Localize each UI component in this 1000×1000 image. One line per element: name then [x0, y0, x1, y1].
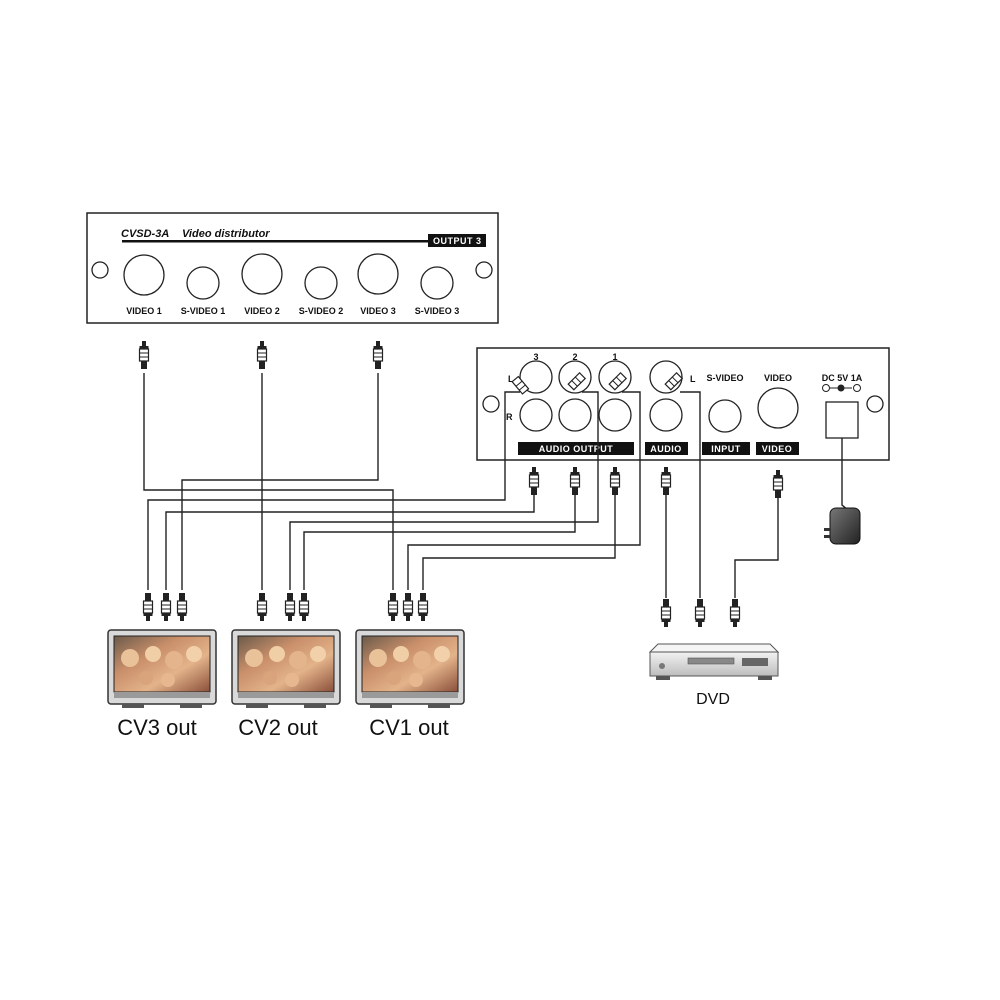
- front-panel-model: CVSD-3A: [121, 228, 169, 240]
- rca-plug-icon: [256, 592, 268, 622]
- power-label: DC 5V 1A: [822, 373, 863, 383]
- video-1-jack-icon: [123, 254, 165, 296]
- svideo-input-label: S-VIDEO: [706, 373, 743, 383]
- rca-plug-icon: [256, 340, 268, 370]
- audio-out-2-right-jack-icon: [558, 398, 592, 432]
- port-label-s-video-3: S-VIDEO 3: [415, 306, 460, 316]
- dvd-player-icon: [648, 643, 780, 680]
- audio-3-left-cable: [147, 391, 520, 590]
- s-video-1-jack-icon: [186, 266, 220, 300]
- left-channel-marker: L: [508, 374, 514, 384]
- rear-panel: 3 2 1 L R L S-VIDEO VIDEO DC 5V 1A AUDIO…: [476, 347, 890, 461]
- rca-plug-icon: [402, 592, 414, 622]
- video-input-jack-icon: [757, 387, 799, 429]
- audio-bar: [645, 442, 688, 455]
- rca-plugs: [138, 340, 784, 628]
- dvd-caption: DVD: [696, 691, 730, 708]
- output-tag: OUTPUT 3: [433, 236, 482, 246]
- port-label-s-video-2: S-VIDEO 2: [299, 306, 344, 316]
- tv-cv3-icon: [107, 629, 217, 709]
- video-input-label: VIDEO: [764, 373, 792, 383]
- tv-cv2-caption: CV2 out: [238, 715, 318, 740]
- output-tag-bar: [428, 234, 486, 247]
- mounting-hole-icon: [482, 395, 500, 413]
- port-label-video-3: VIDEO 3: [360, 306, 396, 316]
- cable-runs: [143, 373, 849, 598]
- front-panel: CVSD-3A Video distributor OUTPUT 3 VIDEO…: [86, 212, 499, 324]
- tv-cv3-caption: CV3 out: [117, 715, 197, 740]
- rca-plug-icon: [142, 592, 154, 622]
- rca-plug-icon: [387, 592, 399, 622]
- mounting-hole-icon: [475, 261, 493, 279]
- mounting-hole-icon: [91, 261, 109, 279]
- input-left-marker: L: [690, 374, 696, 384]
- mounting-hole-icon: [866, 395, 884, 413]
- rca-plug-icon: [511, 375, 530, 395]
- port-label-s-video-1: S-VIDEO 1: [181, 306, 226, 316]
- audio-output-bar: [518, 442, 634, 455]
- rca-plug-icon: [609, 466, 621, 496]
- dvd-video-cable: [734, 498, 779, 598]
- dvd-svideo-cable: [680, 391, 701, 598]
- audio-out-1-right-jack-icon: [598, 398, 632, 432]
- audio-out-3-left-jack-icon: [519, 360, 553, 394]
- audio-out-1-left-jack-icon: [598, 360, 632, 394]
- rca-plug-icon: [567, 371, 587, 391]
- front-panel-subtitle: Video distributor: [182, 228, 270, 240]
- rca-plug-icon: [138, 340, 150, 370]
- port-label-video-2: VIDEO 2: [244, 306, 280, 316]
- rca-plug-icon: [569, 466, 581, 496]
- channel-number-1: 1: [612, 352, 617, 362]
- rca-plug-icon: [298, 592, 310, 622]
- svideo-input-jack-icon: [708, 399, 742, 433]
- video-2-jack-icon: [241, 253, 283, 295]
- audio-2-right-cable: [303, 495, 576, 590]
- audio-out-3-right-jack-icon: [519, 398, 553, 432]
- rca-plug-icon: [664, 371, 684, 391]
- port-label-video-1: VIDEO 1: [126, 306, 162, 316]
- audio-output-label: AUDIO OUTPUT: [539, 444, 614, 454]
- power-adapter-icon: [824, 507, 861, 545]
- channel-number-3: 3: [533, 352, 538, 362]
- audio-1-right-cable: [422, 495, 616, 590]
- tv-cv2-icon: [231, 629, 341, 709]
- video-3-cable: [181, 373, 379, 590]
- rca-plug-icon: [417, 592, 429, 622]
- front-panel-rule: [122, 240, 428, 243]
- right-channel-marker: R: [506, 412, 513, 422]
- channel-number-2: 2: [572, 352, 577, 362]
- dc-polarity-icon: [822, 384, 861, 392]
- tv-cv1-icon: [355, 629, 465, 709]
- input-label: INPUT: [711, 444, 741, 454]
- audio-1-left-cable: [407, 391, 641, 590]
- input-bar: [702, 442, 750, 455]
- rca-plug-icon: [160, 592, 172, 622]
- video-1-cable: [143, 373, 394, 590]
- rca-plug-icon: [729, 598, 741, 628]
- s-video-2-jack-icon: [304, 266, 338, 300]
- rca-plug-icon: [660, 598, 672, 628]
- video-bar: [756, 442, 799, 455]
- rca-plug-icon: [660, 466, 672, 496]
- rca-plug-icon: [772, 469, 784, 499]
- rca-plug-icon: [608, 371, 628, 391]
- rca-plug-icon: [528, 466, 540, 496]
- dc-power-jack-icon: [825, 401, 859, 439]
- tv-cv1-caption: CV1 out: [369, 715, 449, 740]
- video-label: VIDEO: [762, 444, 793, 454]
- rca-plug-icon: [176, 592, 188, 622]
- audio-label: AUDIO: [650, 444, 682, 454]
- rca-plug-icon: [284, 592, 296, 622]
- video-3-jack-icon: [357, 253, 399, 295]
- audio-2-left-cable: [289, 391, 599, 590]
- rca-plug-icon: [694, 598, 706, 628]
- s-video-3-jack-icon: [420, 266, 454, 300]
- audio-in-right-jack-icon: [649, 398, 683, 432]
- audio-3-right-cable: [165, 495, 535, 590]
- rca-plug-icon: [372, 340, 384, 370]
